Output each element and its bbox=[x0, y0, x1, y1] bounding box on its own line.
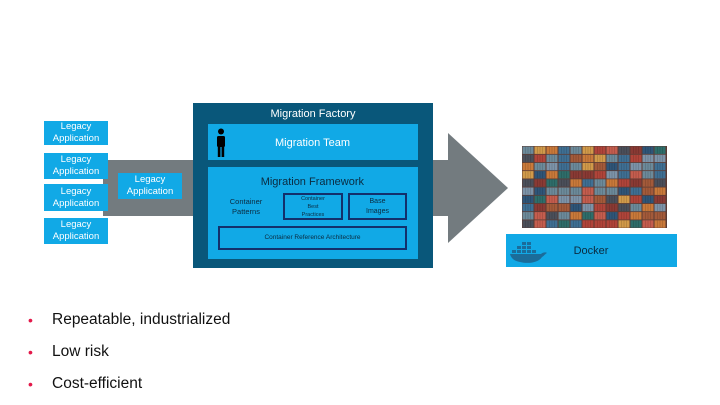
migration-team-label: Migration Team bbox=[275, 137, 350, 149]
container-reference-architecture-box: Container Reference Architecture bbox=[218, 226, 407, 250]
bullet-marker: • bbox=[28, 344, 33, 360]
docker-label: Docker bbox=[573, 245, 609, 257]
bullet-text: Cost-efficient bbox=[52, 375, 143, 392]
migration-framework-label: Migration Framework bbox=[260, 176, 364, 188]
bullet-text: Repeatable, industrialized bbox=[52, 311, 231, 328]
bullet-item: • Cost-efficient bbox=[28, 372, 328, 396]
person-icon bbox=[217, 128, 225, 157]
migration-arrow-head bbox=[448, 133, 508, 243]
bullet-marker: • bbox=[28, 312, 33, 328]
bullet-marker: • bbox=[28, 376, 33, 392]
shipping-containers-image bbox=[522, 146, 667, 228]
legacy-application-box: Legacy Application bbox=[44, 121, 108, 145]
migration-team-box bbox=[208, 124, 418, 160]
migration-framework-box bbox=[208, 167, 418, 259]
base-images-box: Base Images bbox=[348, 193, 407, 220]
bullet-item: • Low risk bbox=[28, 340, 328, 364]
legacy-application-box-in-transit: Legacy Application bbox=[118, 173, 182, 199]
docker-whale-icon bbox=[510, 242, 547, 263]
container-best-practices-box: Container Best Practices bbox=[283, 193, 343, 220]
legacy-application-box: Legacy Application bbox=[44, 153, 108, 179]
bullet-text: Low risk bbox=[52, 343, 109, 360]
migration-factory-title: Migration Factory bbox=[270, 108, 356, 120]
bullet-item: • Repeatable, industrialized bbox=[28, 308, 328, 332]
container-patterns-box: Container Patterns bbox=[229, 196, 263, 216]
legacy-application-box: Legacy Application bbox=[44, 218, 108, 244]
legacy-application-box: Legacy Application bbox=[44, 184, 108, 211]
